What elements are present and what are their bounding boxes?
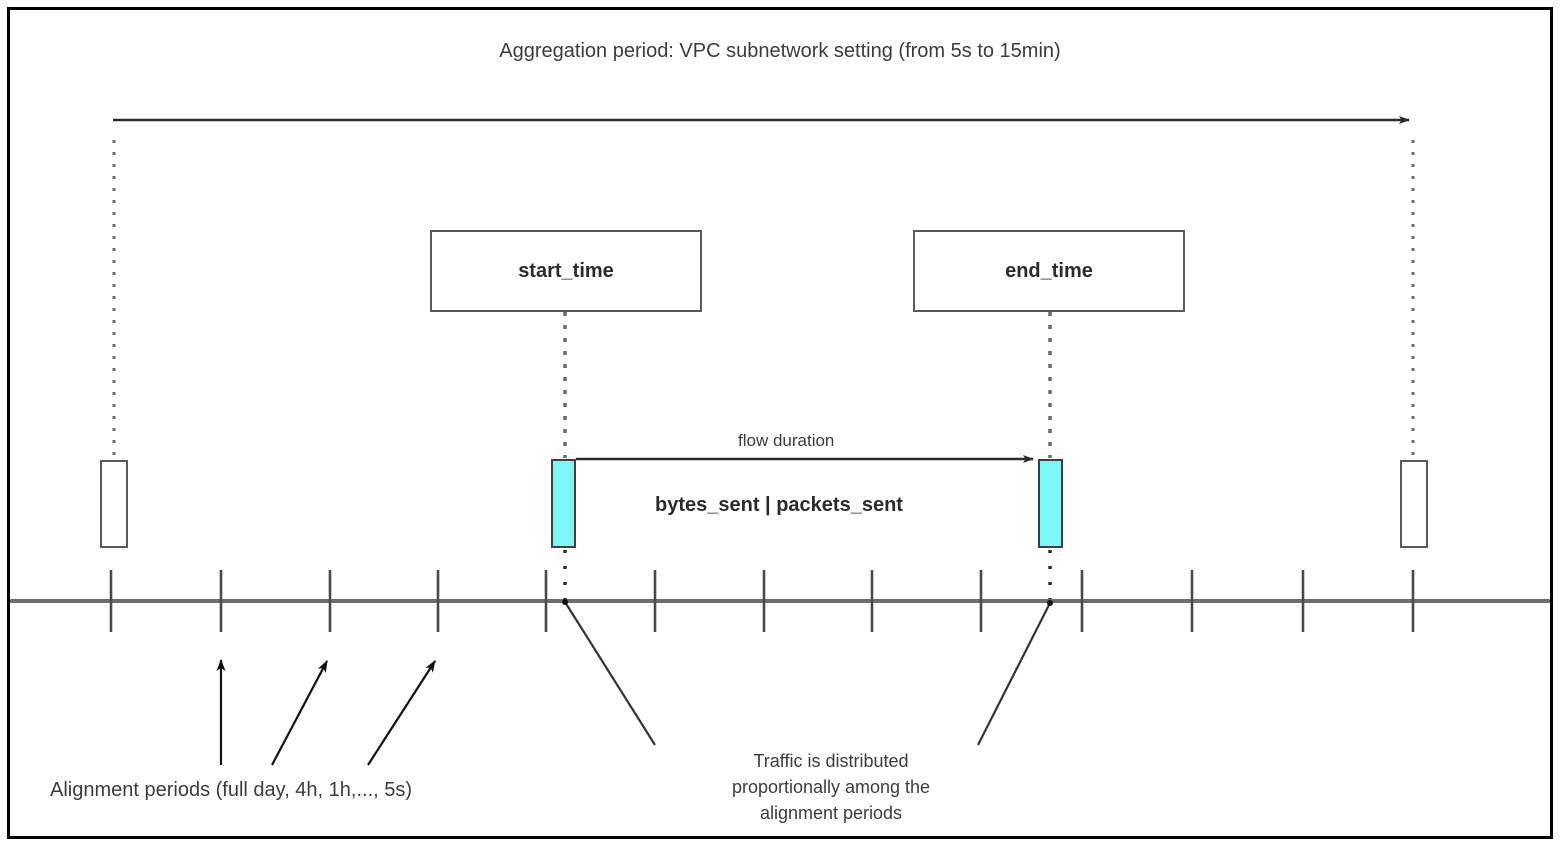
alignment-periods-label: Alignment periods (full day, 4h, 1h,...,… [50,779,413,801]
start-time-box[interactable]: start_time [430,230,702,312]
flow-end-bar [1038,459,1063,548]
start-time-label: start_time [518,259,614,282]
distribution-note-line-1: Traffic is distributed [753,751,909,771]
distribution-note: Traffic is distributed proportionally am… [706,748,956,826]
right-aggregation-boundary-bar [1400,460,1428,548]
distribution-note-line-2: proportionally among the [731,777,931,798]
end-time-label: end_time [1005,259,1093,282]
left-aggregation-boundary-bar [100,460,128,548]
end-time-box[interactable]: end_time [913,230,1185,312]
flow-start-bar [551,459,576,548]
aggregation-period-title: Aggregation period: VPC subnetwork setti… [499,40,1061,62]
distribution-note-line-3: alignment periods [759,803,903,824]
flow-duration-label: flow duration [738,431,835,450]
diagram-frame [7,7,1553,839]
metrics-label: bytes_sent | packets_sent [655,494,903,516]
